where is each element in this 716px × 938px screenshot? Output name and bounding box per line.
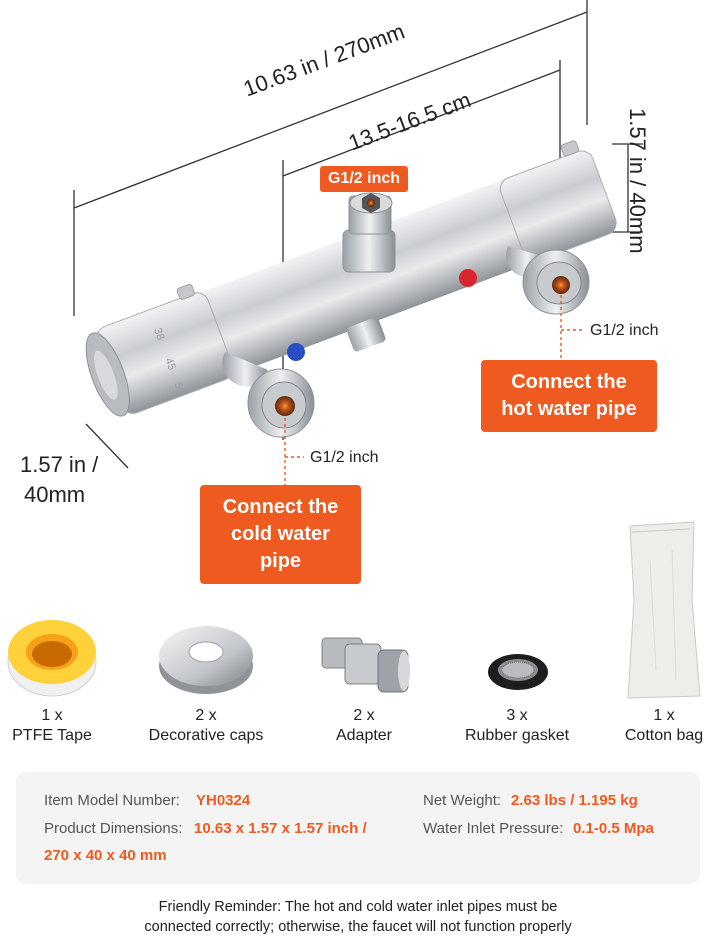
dimensions-value-line1: 10.63 x 1.57 x 1.57 inch /	[194, 820, 367, 837]
accessory-qty: 2 x	[195, 707, 217, 724]
accessory-adapter: 2 x Adapter	[314, 706, 414, 746]
cold-callout-line2: cold water pipe	[231, 523, 330, 572]
diameter-label-line1: 1.57 in /	[20, 452, 99, 477]
cold-callout-line1: Connect the	[222, 496, 339, 518]
weight-label: Net Weight:	[423, 792, 502, 809]
accessory-name: Cotton bag	[624, 727, 704, 744]
cold-marker	[287, 343, 305, 361]
accessory-name: Rubber gasket	[464, 727, 570, 744]
hot-inlet	[506, 246, 590, 315]
friendly-reminder: Friendly Reminder: The hot and cold wate…	[0, 897, 716, 937]
dimensions-value-line2: 270 x 40 x 40 mm	[44, 847, 167, 864]
accessory-name: Decorative caps	[148, 727, 264, 744]
accessory-rubber-gasket: 3 x Rubber gasket	[456, 706, 578, 746]
svg-text:38: 38	[151, 326, 167, 342]
model-label: Item Model Number:	[44, 792, 180, 809]
hot-water-callout: Connect the hot water pipe	[481, 360, 657, 432]
top-outlet	[342, 192, 396, 273]
hot-marker	[459, 269, 477, 287]
cold-inlet	[222, 352, 315, 438]
cold-thread-tag: G1/2 inch	[304, 446, 385, 470]
top-thread-tag: G1/2 inch	[320, 166, 409, 192]
hot-thread-tag: G1/2 inch	[584, 319, 665, 343]
diameter-label-line2: 40mm	[24, 482, 86, 507]
weight-value: 2.63 lbs / 1.195 kg	[511, 792, 638, 809]
pressure-value: 0.1-0.5 Mpa	[573, 820, 654, 837]
svg-text:45: 45	[162, 356, 178, 372]
adapter-icon	[321, 637, 410, 693]
decorative-cap-icon	[159, 626, 253, 694]
accessory-qty: 1 x	[653, 707, 675, 724]
reminder-line2: connected correctly; otherwise, the fauc…	[144, 919, 572, 935]
valve-body: 38 45 50	[85, 140, 617, 417]
accessory-qty: 1 x	[41, 707, 63, 724]
accessory-decorative-caps: 2 x Decorative caps	[136, 706, 276, 746]
hot-callout-line1: Connect the	[511, 371, 627, 393]
rubber-gasket-icon	[488, 654, 548, 690]
accessory-qty: 2 x	[353, 707, 375, 724]
cold-water-callout: Connect the cold water pipe	[200, 485, 361, 584]
ptfe-tape-icon	[7, 620, 97, 697]
pressure-label: Water Inlet Pressure:	[423, 820, 564, 837]
dimensions-label: Product Dimensions:	[44, 820, 183, 837]
height-label: 1.57 in / 40mm	[625, 108, 650, 254]
model-value: YH0324	[196, 792, 251, 809]
svg-text:50: 50	[171, 381, 187, 397]
accessory-qty: 3 x	[506, 707, 528, 724]
reminder-line1: Friendly Reminder: The hot and cold wate…	[158, 899, 558, 915]
cotton-bag-icon	[627, 521, 701, 699]
accessory-name: PTFE Tape	[12, 727, 92, 744]
faucet-diagram: 38 45 50	[73, 0, 643, 485]
accessory-cotton-bag: 1 x Cotton bag	[614, 706, 714, 746]
accessories-illustrations	[7, 620, 548, 697]
accessory-name: Adapter	[335, 727, 393, 744]
spec-panel: Item Model Number: YH0324 Product Dimens…	[16, 772, 700, 884]
accessory-ptfe-tape: 1 x PTFE Tape	[2, 706, 102, 746]
hot-callout-line2: hot water pipe	[501, 398, 637, 420]
